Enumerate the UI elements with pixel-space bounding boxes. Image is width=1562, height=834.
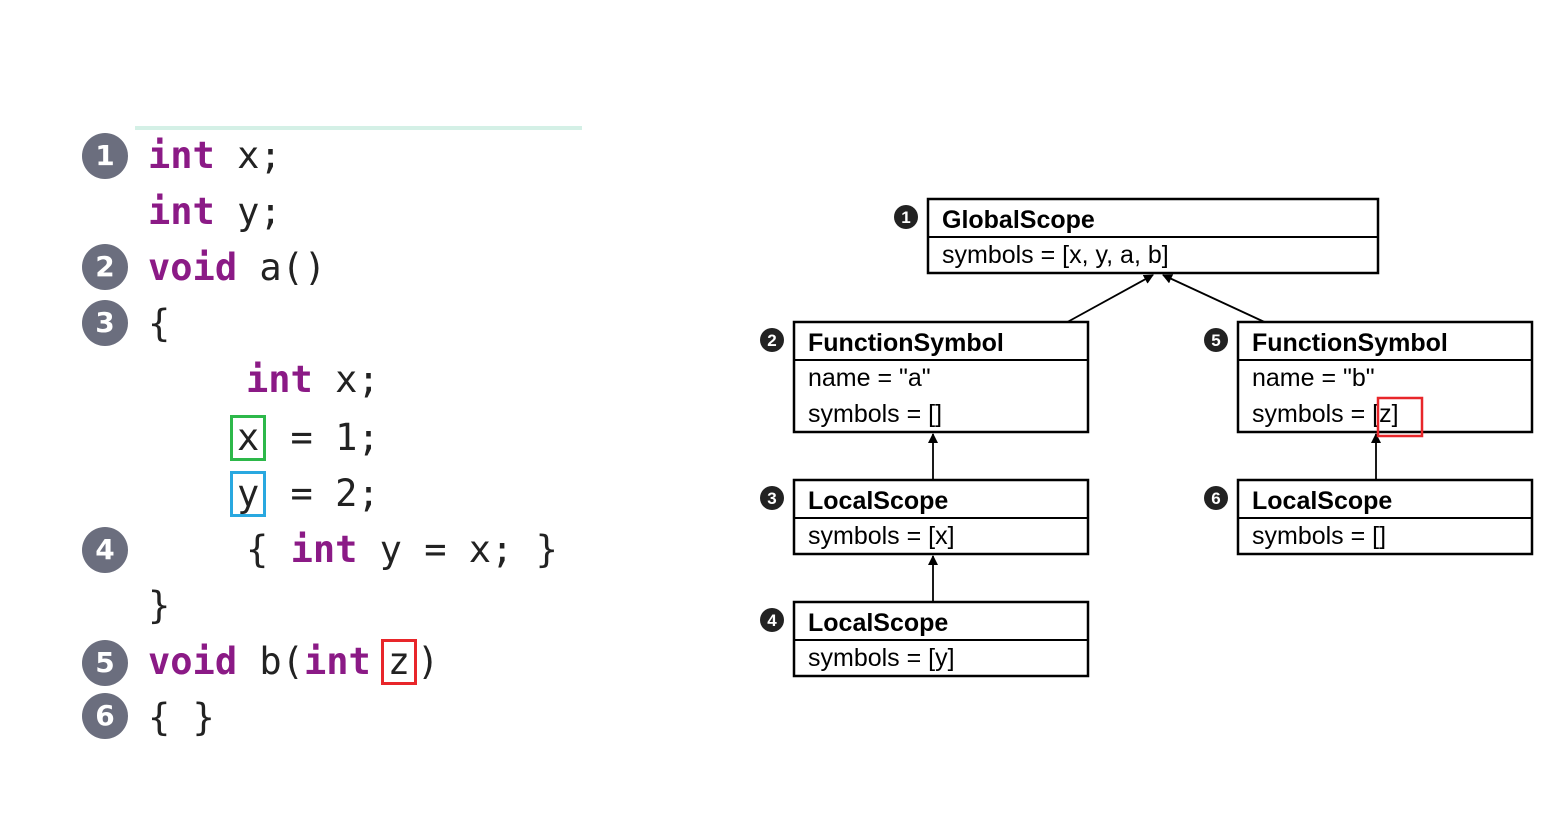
line-badge-1: 1 — [82, 133, 128, 179]
code-line-4: { — [148, 298, 170, 350]
node-number-badge — [1204, 486, 1228, 510]
scope-node-3: LocalScope symbols = [x] 3 — [760, 478, 1090, 556]
scope-node-5: FunctionSymbol name = "b" symbols = [z] 5 — [1204, 320, 1534, 434]
scope-node-2: FunctionSymbol name = "a" symbols = [] 2 — [760, 320, 1090, 434]
line-badge-2: 2 — [82, 244, 128, 290]
code-line-3: void a() — [148, 242, 326, 294]
code-text: { — [148, 302, 171, 345]
code-line-6: x = 1; — [228, 412, 380, 464]
code-line-11: { } — [148, 692, 215, 744]
scope-node-4: LocalScope symbols = [y] 4 — [760, 600, 1090, 678]
node-field: symbols = [z] — [1252, 400, 1399, 428]
node-number: 1 — [901, 208, 910, 227]
node-number-badge — [760, 486, 784, 510]
line-badge-3: 3 — [82, 300, 128, 346]
node-field: name = "a" — [808, 364, 931, 392]
code-line-2: int y; — [148, 186, 282, 238]
code-line-8: { int y = x; } — [246, 524, 558, 576]
node-number: 6 — [1211, 489, 1220, 508]
keyword: int — [148, 190, 215, 233]
scope-node-6: LocalScope symbols = [] 6 — [1204, 478, 1534, 556]
code-text: ) — [417, 640, 440, 683]
line-badge-4: 4 — [82, 527, 128, 573]
node-field: symbols = [] — [808, 400, 942, 428]
node-number-badge — [760, 328, 784, 352]
code-text: y = x; } — [357, 528, 558, 571]
node-number-badge — [760, 608, 784, 632]
code-text: x; — [214, 134, 282, 177]
node-title: LocalScope — [808, 609, 948, 637]
code-text: x; — [312, 358, 380, 401]
node-number: 2 — [767, 331, 776, 350]
node-field: symbols = [] — [1252, 522, 1386, 550]
keyword: int — [148, 134, 215, 177]
code-line-5: int x; — [246, 354, 380, 406]
node-box — [1236, 320, 1534, 434]
node-field: symbols = [x] — [808, 522, 955, 550]
code-line-1: int x; — [148, 130, 282, 182]
keyword: int — [290, 528, 358, 571]
node-field: name = "b" — [1252, 364, 1375, 392]
accent-line — [135, 126, 582, 130]
code-text: b( — [237, 640, 304, 683]
highlight-x: x — [230, 415, 267, 461]
line-badge-5: 5 — [82, 640, 128, 686]
code-text: y; — [214, 190, 282, 233]
code-line-9: } — [148, 580, 170, 632]
nodes: GlobalScope symbols = [x, y, a, b] 1Functi… — [760, 197, 1534, 678]
line-badge-6: 6 — [82, 693, 128, 739]
code-line-7: y = 2; — [228, 468, 380, 520]
scope-node-1: GlobalScope symbols = [x, y, a, b] 1 — [894, 197, 1380, 275]
node-number-badge — [894, 205, 918, 229]
code-text: } — [148, 584, 171, 627]
keyword: int — [246, 358, 313, 401]
node-field: symbols = [y] — [808, 644, 955, 672]
keyword: int — [303, 640, 371, 683]
node-title: FunctionSymbol — [1252, 329, 1448, 357]
code-text: { — [246, 528, 291, 571]
node-box — [792, 320, 1090, 434]
node-title: FunctionSymbol — [808, 329, 1004, 357]
code-text: = 1; — [268, 416, 380, 459]
node-number: 4 — [767, 611, 777, 630]
node-number: 5 — [1211, 331, 1220, 350]
node-title: GlobalScope — [942, 206, 1095, 234]
node-title: LocalScope — [1252, 487, 1392, 515]
highlight-z: z — [380, 639, 418, 685]
node-title: LocalScope — [808, 487, 948, 515]
keyword: void — [148, 246, 238, 289]
node-field: symbols = [x, y, a, b] — [942, 241, 1169, 269]
edges — [928, 274, 1381, 602]
keyword: void — [148, 640, 238, 683]
edge-2-to-1 — [1066, 274, 1154, 323]
edge-5-to-1 — [1162, 274, 1265, 323]
node-number: 3 — [767, 489, 776, 508]
code-text: { } — [148, 696, 215, 739]
highlight-y: y — [230, 471, 267, 517]
highlight-z-box — [1376, 396, 1424, 438]
node-number-badge — [1204, 328, 1228, 352]
code-text: a() — [237, 246, 327, 289]
code-text: = 2; — [268, 472, 380, 515]
